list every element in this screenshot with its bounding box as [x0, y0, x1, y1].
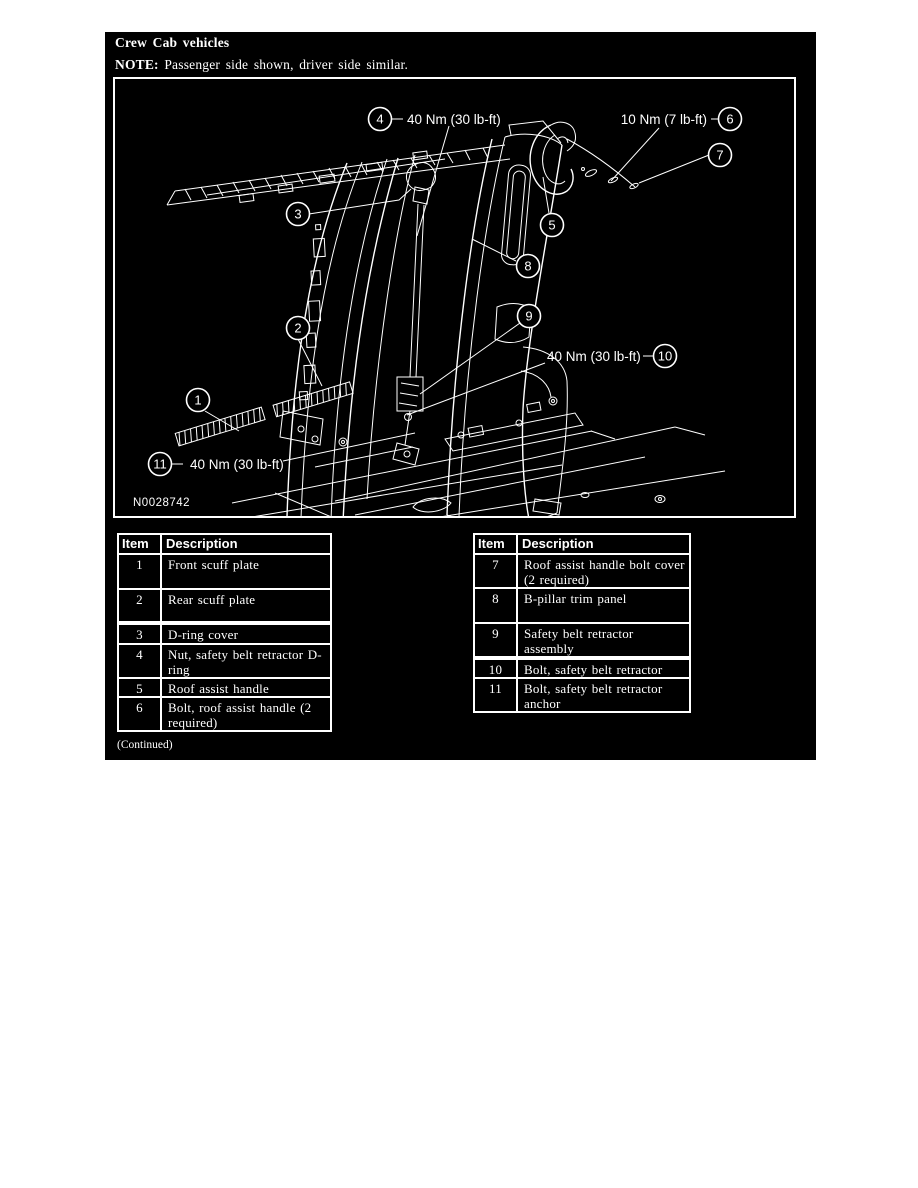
b-pillar-diagram: 40 Nm (30 lb-ft) 10 Nm (7 lb-ft) 40 Nm (…	[133, 106, 743, 516]
table-row: 1 Front scuff plate	[117, 553, 332, 590]
callout-9: 9	[516, 303, 542, 329]
rear-scuff-plate	[272, 381, 354, 418]
svg-text:3: 3	[294, 207, 301, 222]
item-table-left: Item Description 1 Front scuff plate 2 R…	[117, 533, 332, 732]
exploded-view-figure: 40 Nm (30 lb-ft) 10 Nm (7 lb-ft) 40 Nm (…	[113, 77, 796, 518]
handle-bolts	[581, 167, 639, 190]
callout-3: 3	[285, 201, 311, 227]
table-row: 8 B-pillar trim panel	[473, 587, 691, 624]
safety-belt-assembly	[392, 162, 437, 466]
note-label: NOTE:	[115, 57, 159, 72]
torque-label-6: 10 Nm (7 lb-ft)	[621, 112, 707, 127]
floor-pan	[231, 396, 726, 516]
svg-text:1: 1	[194, 393, 201, 408]
description-column-header: Description	[516, 533, 691, 555]
table-row: 3 D-ring cover	[117, 622, 332, 645]
manual-page-panel: Crew Cab vehicles NOTE: Passenger side s…	[105, 32, 816, 760]
table-row: 5 Roof assist handle	[117, 677, 332, 698]
table-row: 4 Nut, safety belt retractor D-ring	[117, 643, 332, 679]
note-text: Passenger side shown, driver side simila…	[158, 57, 409, 72]
roof-rail	[166, 144, 511, 206]
table-row: 6 Bolt, roof assist handle (2 required)	[117, 696, 332, 732]
continued-note: (Continued)	[117, 739, 173, 751]
description-column-header: Description	[160, 533, 332, 555]
roof-assist-handle	[529, 121, 636, 195]
callout-1: 1	[185, 387, 211, 413]
torque-label-11: 40 Nm (30 lb-ft)	[190, 457, 284, 472]
torque-label-10: 40 Nm (30 lb-ft)	[547, 349, 641, 364]
table-row: 2 Rear scuff plate	[117, 588, 332, 625]
table-header-row: Item Description	[473, 533, 691, 555]
torque-label-4: 40 Nm (30 lb-ft)	[407, 112, 501, 127]
table-row: 11 Bolt, safety belt retractor anchor	[473, 677, 691, 713]
callout-10: 10	[652, 343, 678, 369]
svg-text:5: 5	[548, 218, 555, 233]
callout-7: 7	[707, 142, 733, 168]
note-line: NOTE: Passenger side shown, driver side …	[115, 57, 805, 77]
section-title: Crew Cab vehicles	[115, 35, 230, 50]
svg-text:8: 8	[524, 259, 531, 274]
table-row: 9 Safety belt retractor assembly	[473, 622, 691, 660]
callout-5: 5	[539, 212, 565, 238]
svg-text:9: 9	[525, 309, 532, 324]
svg-text:10: 10	[658, 349, 672, 364]
b-pillar-inner	[279, 154, 416, 516]
callout-8: 8	[515, 253, 541, 279]
table-row: 7 Roof assist handle bolt cover (2 requi…	[473, 553, 691, 589]
leader-lines	[172, 118, 718, 468]
figure-id: N0028742	[133, 497, 190, 509]
svg-text:6: 6	[726, 112, 733, 127]
front-scuff-plate	[174, 406, 266, 447]
svg-text:4: 4	[376, 112, 383, 127]
item-column-header: Item	[473, 533, 518, 555]
table-row: 10 Bolt, safety belt retractor	[473, 657, 691, 679]
callout-6: 6	[717, 106, 743, 132]
callout-2: 2	[285, 315, 311, 341]
svg-text:11: 11	[153, 457, 167, 472]
table-header-row: Item Description	[117, 533, 332, 555]
callout-11: 11	[147, 451, 173, 477]
item-table-right: Item Description 7 Roof assist handle bo…	[473, 533, 691, 713]
svg-text:2: 2	[294, 321, 301, 336]
callout-4: 4	[367, 106, 393, 132]
item-column-header: Item	[117, 533, 162, 555]
svg-text:7: 7	[716, 148, 723, 163]
